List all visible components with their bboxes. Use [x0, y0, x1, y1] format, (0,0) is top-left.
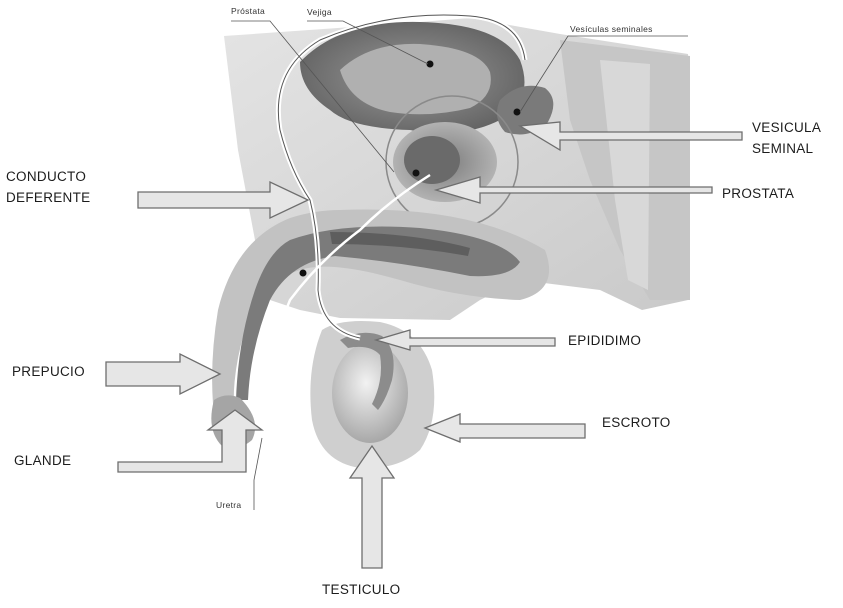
- label-conducto-line1: CONDUCTO: [6, 167, 86, 186]
- vesicle-dot: [514, 109, 521, 116]
- penis-dot: [300, 270, 307, 277]
- label-vejiga: Vejiga: [307, 7, 332, 17]
- label-glande: GLANDE: [14, 451, 71, 470]
- prostate-dot: [413, 170, 420, 177]
- label-prostata: PROSTATA: [722, 184, 794, 203]
- arrow-glande: [118, 410, 262, 472]
- label-conducto-line2: DEFERENTE: [6, 188, 90, 207]
- arrow-prepucio: [106, 354, 220, 394]
- label-uretra: Uretra: [216, 500, 241, 510]
- label-vesiculas-seminales: Vesículas seminales: [570, 24, 653, 34]
- label-vesicula-line2: SEMINAL: [752, 139, 813, 158]
- label-escroto: ESCROTO: [602, 413, 671, 432]
- leader-uretra: [254, 438, 262, 510]
- prostate-core: [404, 136, 460, 184]
- label-vesicula-line1: VESICULA: [752, 118, 821, 137]
- testicle-shape: [332, 343, 408, 443]
- arrow-escroto: [425, 414, 585, 442]
- arrow-epididimo: [376, 330, 555, 350]
- arrow-conducto: [138, 182, 308, 218]
- label-prostata-small: Próstata: [231, 6, 265, 16]
- label-testiculo: TESTICULO: [322, 580, 400, 599]
- label-epididimo: EPIDIDIMO: [568, 331, 641, 350]
- label-prepucio: PREPUCIO: [12, 362, 85, 381]
